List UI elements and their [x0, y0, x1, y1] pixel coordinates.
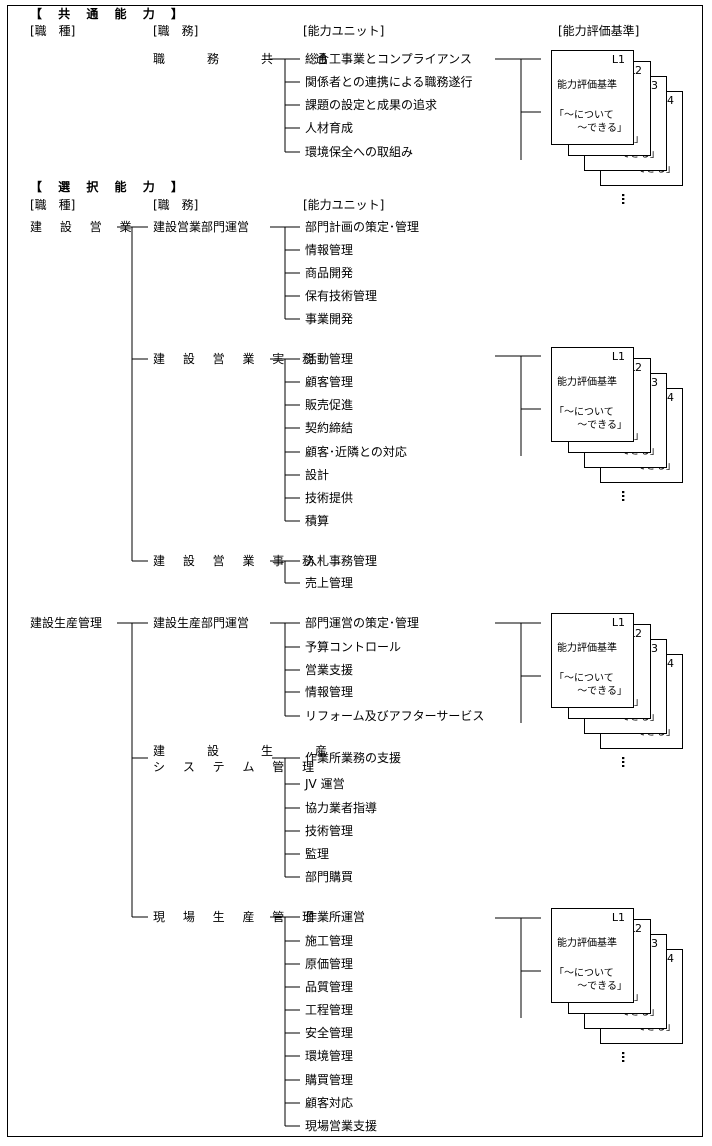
ability-unit: 部門運営の策定･管理: [305, 616, 420, 630]
ability-unit: 売上管理: [305, 576, 354, 590]
common-header-criteria: [能力評価基準]: [558, 24, 640, 38]
ability-unit: 原価管理: [305, 957, 354, 971]
job-label: 建 設 生 産: [153, 744, 343, 758]
common-section-title: 【 共 通 能 力 】: [30, 7, 189, 21]
criteria-desc-line1: 「～について: [554, 407, 614, 418]
ability-unit: 課題の設定と成果の追求: [305, 98, 438, 112]
ability-unit: 作業所業務の支援: [305, 751, 402, 765]
ability-unit: 工程管理: [305, 1003, 354, 1017]
ability-unit: 施工管理: [305, 934, 354, 948]
more-levels-ellipsis: …: [619, 756, 633, 768]
level-label: L1: [611, 911, 625, 924]
ability-unit: 販売促進: [305, 398, 354, 412]
level-label: L1: [611, 616, 625, 629]
ability-unit: 情報管理: [305, 243, 354, 257]
ability-unit: 作業所運営: [305, 910, 366, 924]
more-levels-ellipsis: …: [619, 1051, 633, 1063]
criteria-caption: 能力評価基準: [557, 80, 617, 91]
common-header-unit: [能力ユニット]: [303, 24, 385, 38]
criteria-card-l1: L1 能力評価基準「～について ～できる」: [551, 613, 634, 708]
ability-unit: 顧客管理: [305, 375, 354, 389]
ability-unit: JV 運営: [305, 777, 345, 791]
ability-unit: 商品開発: [305, 266, 354, 280]
common-header-occupation: [職 種]: [30, 24, 76, 38]
ability-unit: 情報管理: [305, 685, 354, 699]
outer-frame: [7, 5, 703, 1137]
criteria-desc-line2: ～できる」: [577, 420, 627, 431]
selective-header-job: [職 務]: [153, 198, 199, 212]
occupation-label: 建設生産管理: [30, 616, 103, 630]
ability-unit: 現場営業支援: [305, 1119, 378, 1133]
more-levels-ellipsis: …: [619, 193, 633, 205]
ability-unit: 入札事務管理: [305, 554, 378, 568]
ability-unit: 人材育成: [305, 121, 354, 135]
ability-unit: 監理: [305, 847, 330, 861]
ability-unit: 事業開発: [305, 312, 354, 326]
criteria-desc-line2: ～できる」: [577, 981, 627, 992]
ability-unit: 総合工事業とコンプライアンス: [305, 52, 472, 66]
ability-unit: 品質管理: [305, 980, 354, 994]
common-header-job: [職 務]: [153, 24, 199, 38]
level-label: L1: [611, 350, 625, 363]
job-label: 建設営業部門運営: [153, 220, 250, 234]
ability-unit: 設計: [305, 468, 330, 482]
ability-unit: 部門購買: [305, 870, 354, 884]
ability-unit: 関係者との連携による職務遂行: [305, 75, 473, 89]
criteria-desc-line2: ～できる」: [577, 123, 627, 134]
ability-unit: 協力業者指導: [305, 801, 378, 815]
ability-unit: 技術提供: [305, 491, 354, 505]
ability-unit: 保有技術管理: [305, 289, 378, 303]
more-levels-ellipsis: …: [619, 490, 633, 502]
ability-unit: 環境保全への取組み: [305, 145, 414, 159]
selective-header-occupation: [職 種]: [30, 198, 76, 212]
ability-unit: 技術管理: [305, 824, 354, 838]
ability-unit: 積算: [305, 514, 330, 528]
criteria-caption: 能力評価基準: [557, 377, 617, 388]
ability-unit: リフォーム及びアフターサービス: [305, 709, 485, 723]
ability-unit: 営業支援: [305, 663, 354, 677]
criteria-card-l1: L1 能力評価基準「～について ～できる」: [551, 347, 634, 442]
criteria-desc-line2: ～できる」: [577, 686, 627, 697]
selective-header-unit: [能力ユニット]: [303, 198, 385, 212]
ability-unit: 部門計画の策定･管理: [305, 220, 420, 234]
criteria-caption: 能力評価基準: [557, 643, 617, 654]
ability-unit: 環境管理: [305, 1049, 354, 1063]
selective-section-title: 【 選 択 能 力 】: [30, 180, 189, 194]
job-label: 建 設 営 業 実 務: [153, 352, 322, 366]
job-label: 職 務 共 通: [153, 52, 343, 66]
ability-unit: 安全管理: [305, 1026, 354, 1040]
level-label: L1: [611, 53, 625, 66]
occupation-label: 建 設 営 業: [30, 220, 139, 234]
job-label: 現 場 生 産 管 理: [153, 910, 322, 924]
ability-unit: 購買管理: [305, 1073, 354, 1087]
ability-unit: 顧客･近隣との対応: [305, 445, 407, 459]
job-label-line2: シ ス テ ム 管 理: [153, 760, 322, 774]
criteria-desc-line1: 「～について: [554, 110, 614, 121]
job-label: 建 設 営 業 事 務: [153, 554, 322, 568]
ability-unit: 顧客対応: [305, 1096, 354, 1110]
ability-unit: 予算コントロール: [305, 640, 402, 654]
ability-unit: 契約締結: [305, 421, 354, 435]
criteria-card-l1: L1 能力評価基準「～について ～できる」: [551, 908, 634, 1003]
ability-unit: 活動管理: [305, 352, 354, 366]
job-label: 建設生産部門運営: [153, 616, 250, 630]
criteria-desc-line1: 「～について: [554, 968, 614, 979]
criteria-caption: 能力評価基準: [557, 938, 617, 949]
criteria-card-l1: L1 能力評価基準「～について ～できる」: [551, 50, 634, 145]
criteria-desc-line1: 「～について: [554, 673, 614, 684]
